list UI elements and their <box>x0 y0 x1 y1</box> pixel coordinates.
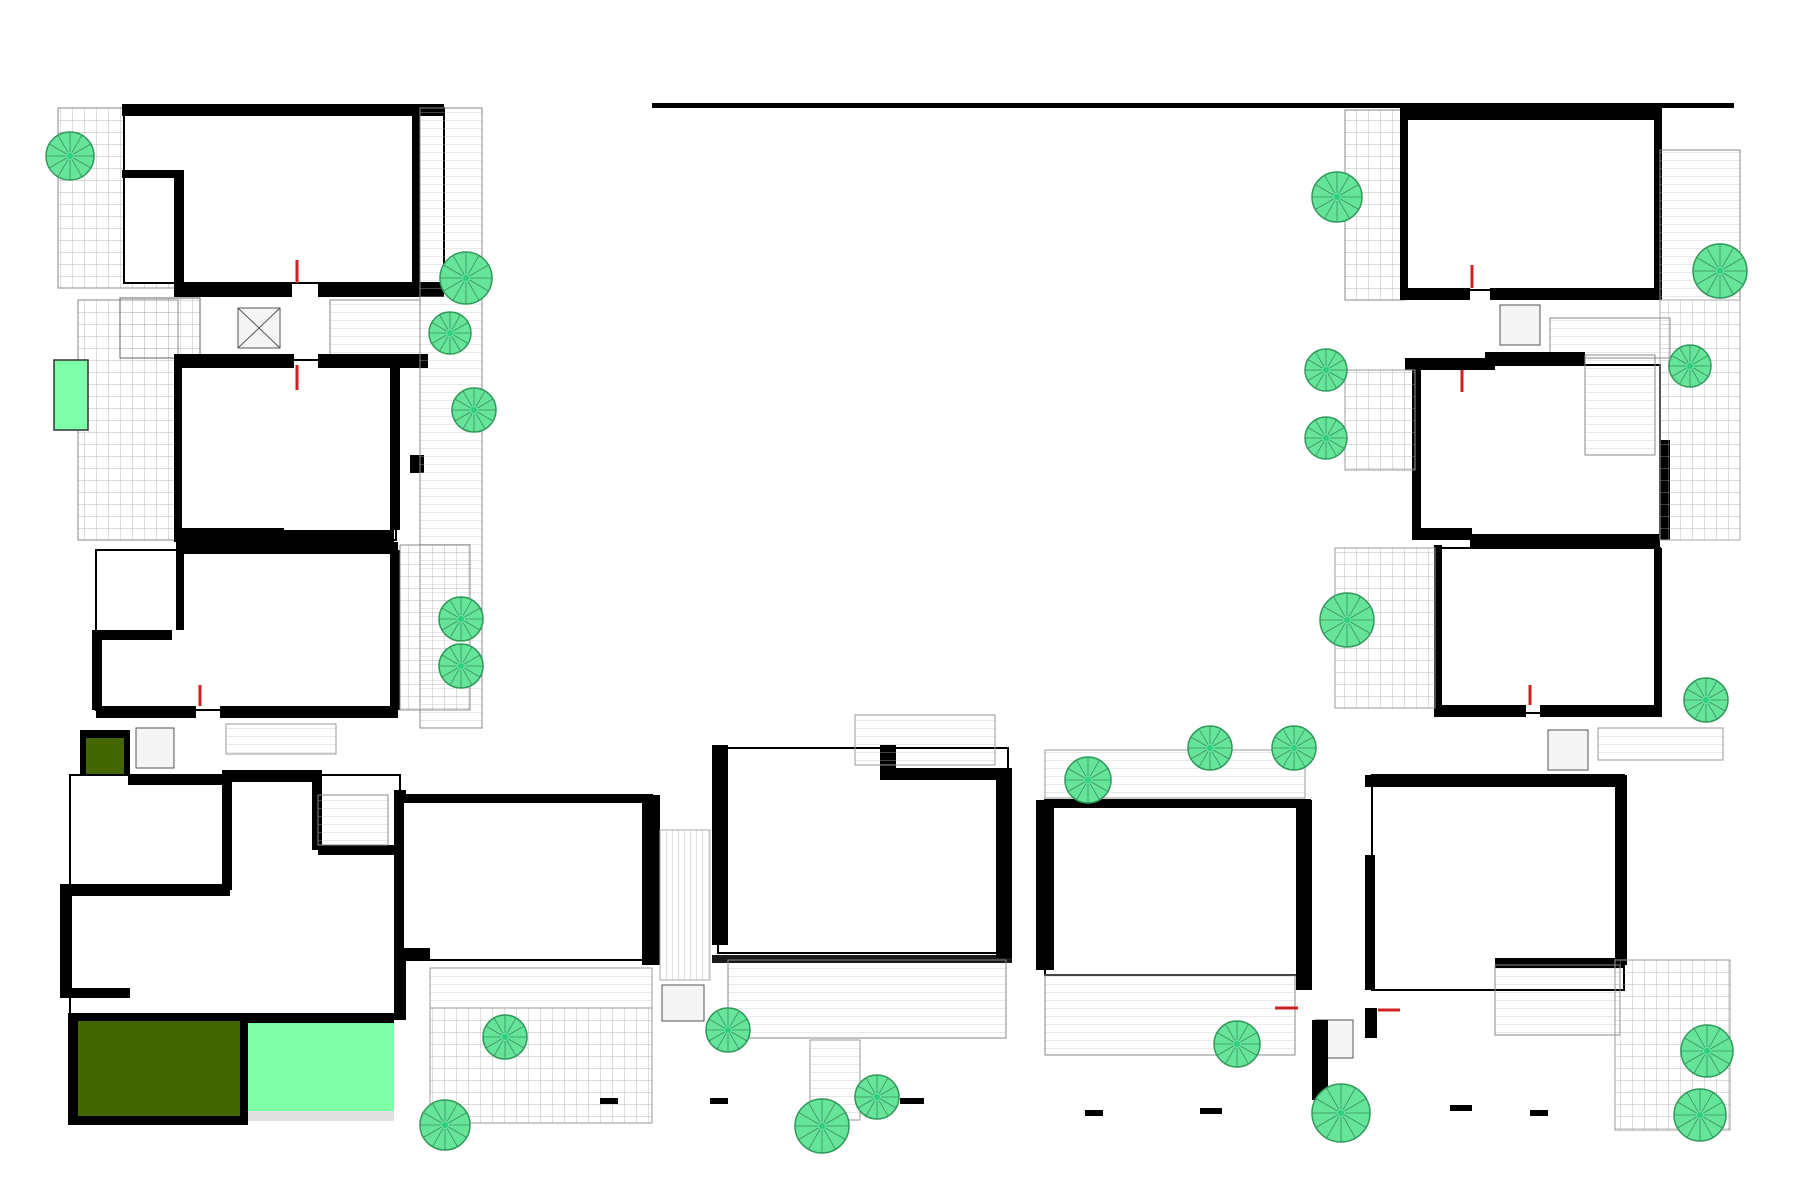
left-wing <box>53 104 483 1125</box>
spiral-stair-6 <box>438 643 484 689</box>
spiral-stair-22 <box>1213 1020 1261 1068</box>
light-green-lawn <box>248 1023 394 1111</box>
spiral-stair-12 <box>1319 592 1375 648</box>
spiral-stair-1 <box>45 131 95 181</box>
south-room-b <box>717 747 1009 954</box>
south-deck-c <box>1044 974 1296 1056</box>
left-lower-elevator <box>135 727 175 769</box>
left-light-green-strip <box>53 359 89 431</box>
spiral-stair-layer <box>45 131 1748 1154</box>
right-room-1 <box>1404 111 1661 291</box>
south-wing <box>394 714 1731 1131</box>
spiral-stair-21 <box>794 1098 850 1154</box>
left-stair-core <box>119 297 201 359</box>
spiral-stair-17 <box>482 1014 528 1060</box>
dark-green-block-lower-fill <box>78 1021 240 1116</box>
spiral-stair-5 <box>438 596 484 642</box>
spiral-stair-24 <box>1680 1024 1734 1078</box>
spiral-stair-2 <box>439 251 493 305</box>
spiral-stair-4 <box>451 387 497 433</box>
spiral-stair-9 <box>1304 348 1348 392</box>
south-deck-d <box>1494 964 1621 1036</box>
right-elevator <box>1499 304 1541 346</box>
spiral-stair-20 <box>854 1074 900 1120</box>
spiral-stair-25 <box>1673 1088 1727 1142</box>
south-room-d <box>1371 774 1625 991</box>
spiral-stair-16 <box>1271 725 1317 771</box>
south-deck-b <box>727 959 1007 1039</box>
right-room-3 <box>1439 547 1661 714</box>
south-deck-a <box>429 967 653 1009</box>
left-room-2 <box>175 359 397 541</box>
spiral-stair-18 <box>419 1099 471 1151</box>
south-room-c <box>1044 799 1311 976</box>
south-elevator-a <box>661 984 705 1022</box>
south-room-a <box>399 794 653 961</box>
spiral-stair-8 <box>1692 243 1748 299</box>
right-lower-elevator <box>1547 729 1589 771</box>
spiral-stair-10 <box>1304 416 1348 460</box>
spiral-stair-13 <box>1683 677 1729 723</box>
spiral-stair-3 <box>428 311 472 355</box>
right-wing <box>1334 108 1741 771</box>
spiral-stair-7 <box>1311 171 1363 223</box>
left-room-1 <box>123 107 445 284</box>
spiral-stair-23 <box>1311 1083 1371 1143</box>
top-boundary-wall <box>652 103 1734 108</box>
south-deck-b-top <box>854 714 996 766</box>
spiral-stair-14 <box>1064 756 1112 804</box>
right-deck-r2 <box>1584 354 1656 456</box>
spiral-stair-19 <box>705 1007 751 1053</box>
spiral-stair-11 <box>1668 344 1712 388</box>
spiral-stair-15 <box>1187 725 1233 771</box>
